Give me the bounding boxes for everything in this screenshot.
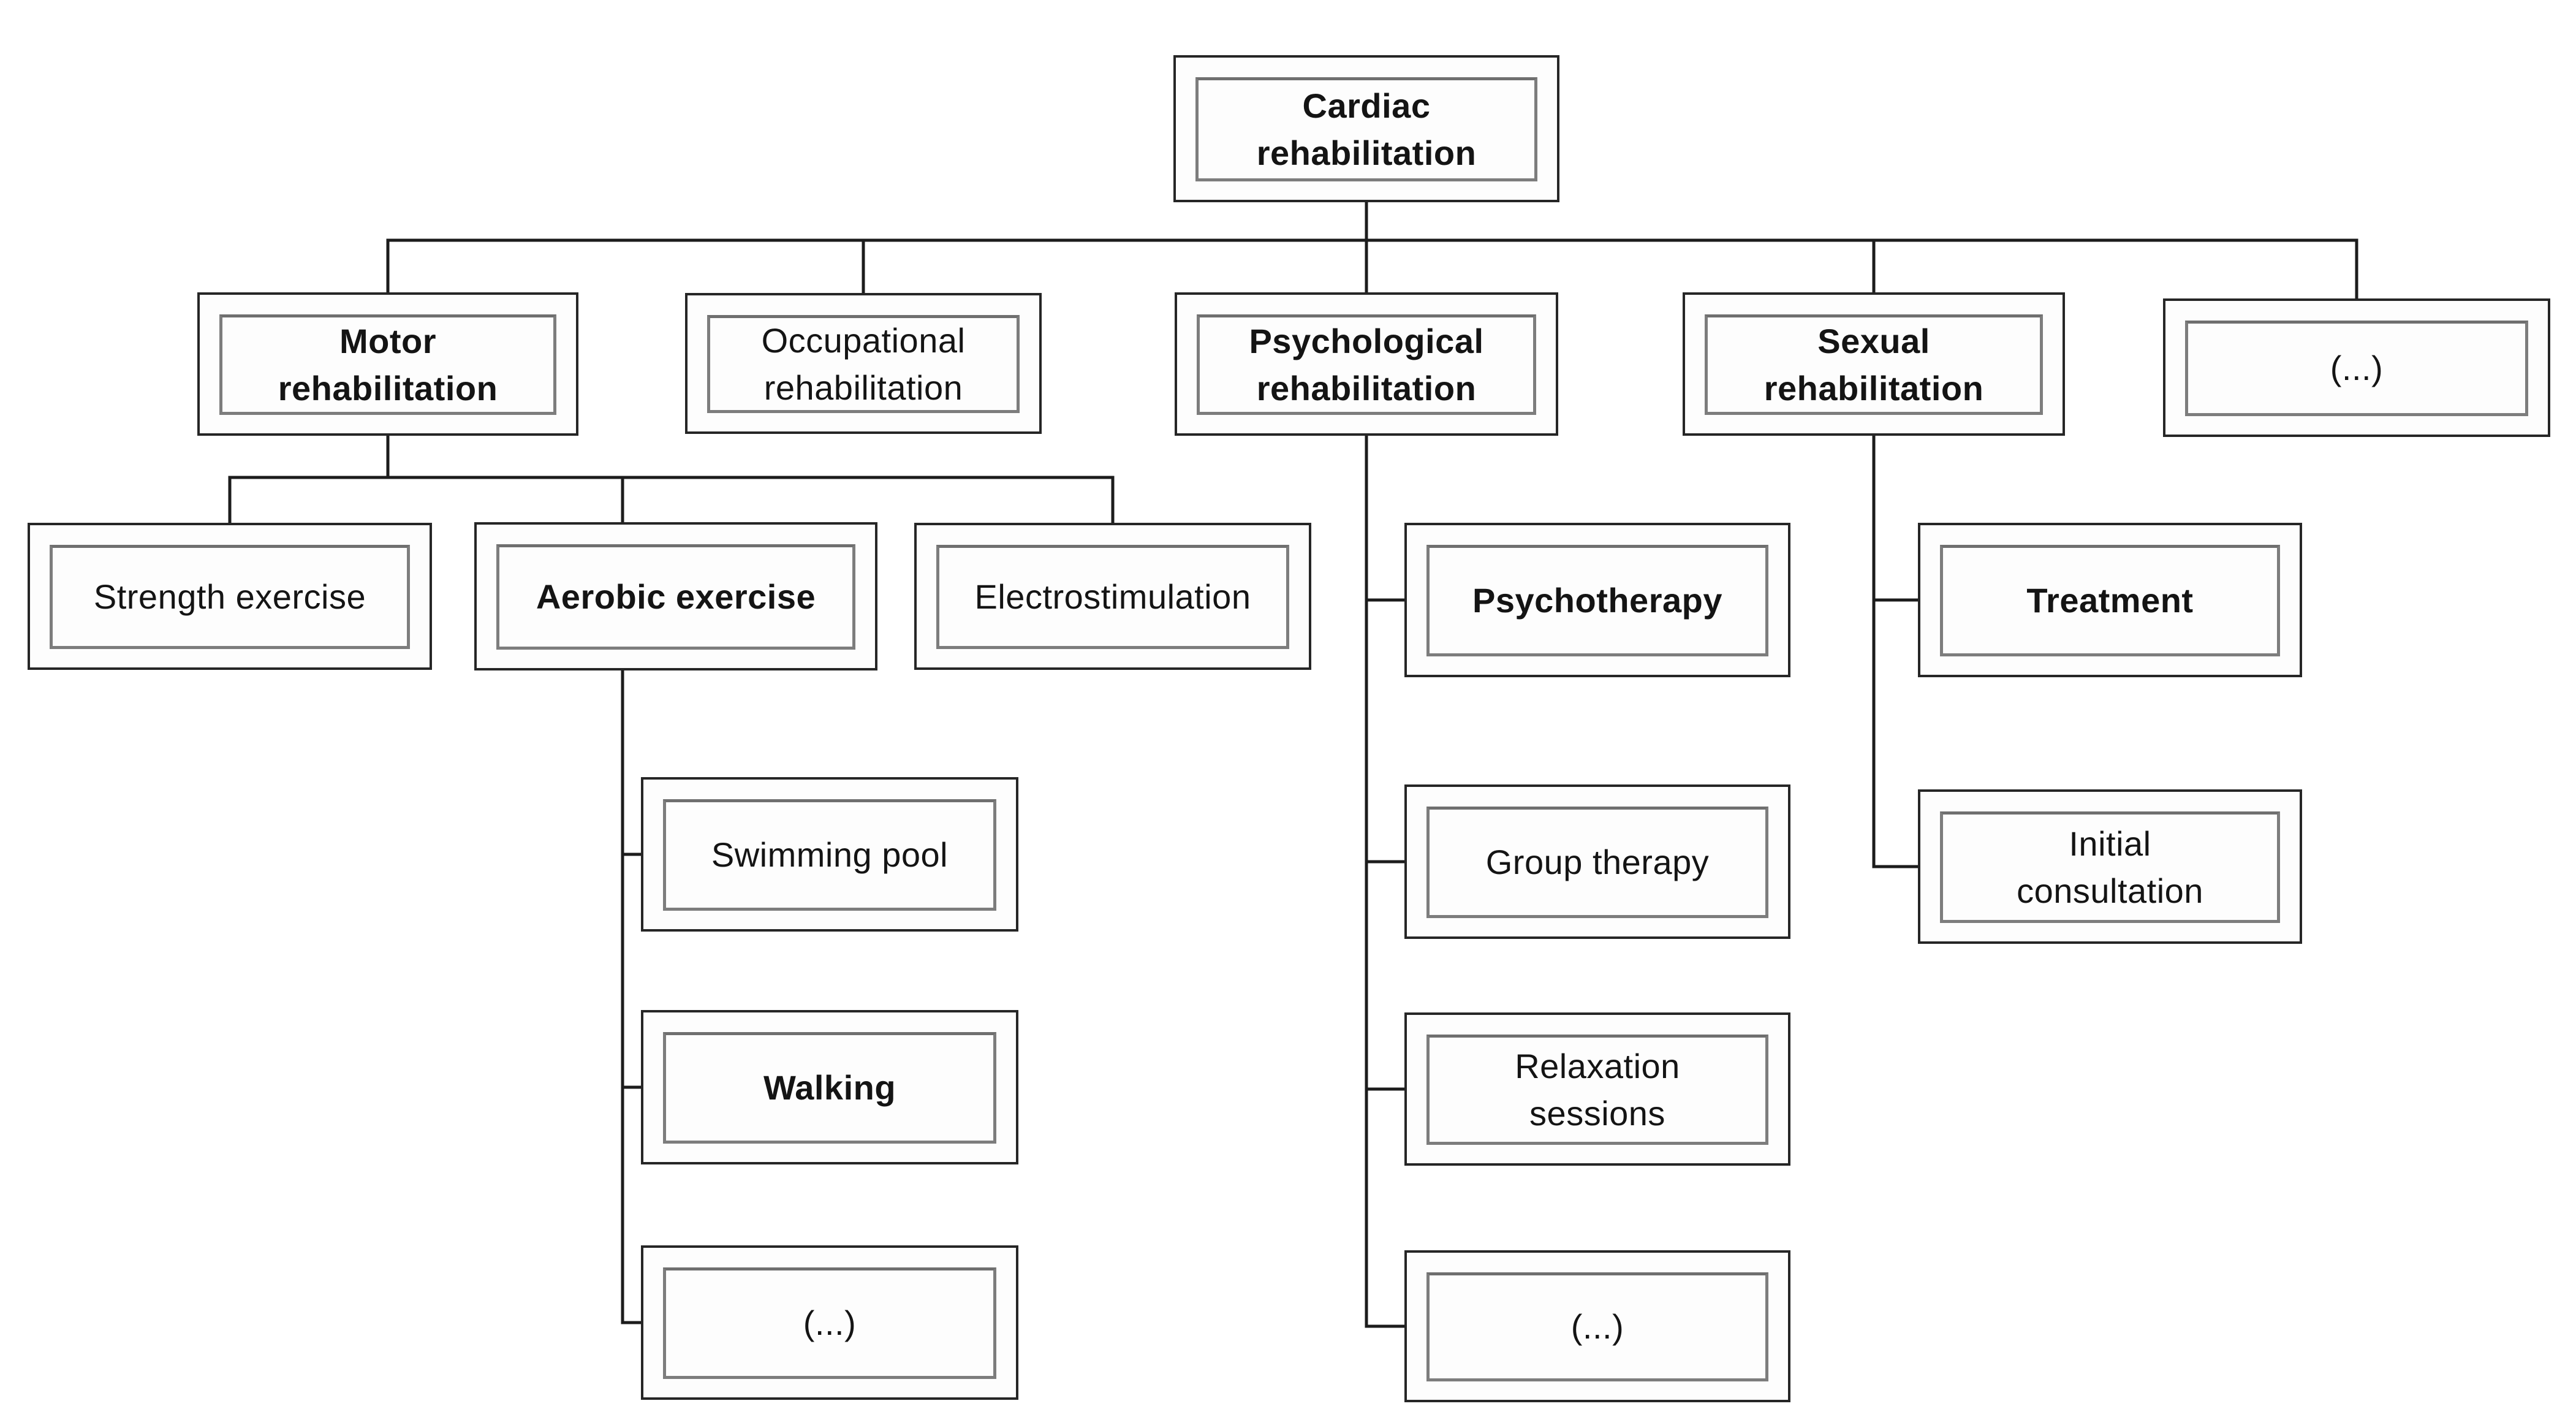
connector-motor-children-bus: [228, 476, 1115, 523]
node-aerobic-exercise: Aerobic exercise: [474, 522, 877, 670]
node-label: Relaxation sessions: [1515, 1046, 1680, 1133]
node-inner-frame: Initial consultation: [1940, 811, 2280, 923]
node-inner-frame: Psychological rehabilitation: [1197, 314, 1536, 415]
node-label: Group therapy: [1485, 843, 1710, 882]
connector-psychological-trunk: [1365, 436, 1404, 1328]
node-label: Electrostimulation: [974, 577, 1251, 617]
node-strength-exercise: Strength exercise: [28, 523, 432, 670]
node-label: Psychotherapy: [1472, 581, 1722, 620]
node-label: (...): [803, 1304, 857, 1343]
node-label: Swimming pool: [711, 835, 949, 875]
node-walking: Walking: [641, 1010, 1018, 1164]
node-inner-frame: Strength exercise: [50, 545, 410, 649]
node-initial-consultation: Initial consultation: [1918, 789, 2302, 944]
node-psychological-ellipsis: (...): [1404, 1250, 1790, 1402]
node-inner-frame: (...): [663, 1267, 996, 1379]
node-aerobic-ellipsis: (...): [641, 1245, 1018, 1400]
node-label: (...): [2330, 349, 2384, 388]
node-electrostimulation: Electrostimulation: [914, 523, 1311, 670]
connector-level2-bus: [386, 238, 2358, 298]
node-inner-frame: Walking: [663, 1032, 996, 1144]
node-occupational-rehabilitation: Occupational rehabilitation: [685, 293, 1042, 434]
node-inner-frame: Relaxation sessions: [1426, 1035, 1768, 1145]
node-inner-frame: Cardiac rehabilitation: [1195, 77, 1537, 181]
node-group-therapy: Group therapy: [1404, 784, 1790, 939]
node-inner-frame: Sexual rehabilitation: [1705, 314, 2043, 415]
node-label: Psychological rehabilitation: [1249, 321, 1484, 408]
node-cardiac-rehabilitation: Cardiac rehabilitation: [1173, 55, 1559, 202]
node-inner-frame: Electrostimulation: [936, 545, 1289, 649]
node-inner-frame: Group therapy: [1426, 807, 1768, 918]
node-inner-frame: Aerobic exercise: [496, 544, 855, 650]
node-label: Strength exercise: [93, 577, 366, 617]
node-motor-rehabilitation: Motor rehabilitation: [197, 292, 578, 436]
node-sexual-rehabilitation: Sexual rehabilitation: [1683, 292, 2065, 436]
node-inner-frame: Swimming pool: [663, 799, 996, 911]
node-label: (...): [1570, 1307, 1624, 1346]
node-label: Treatment: [2026, 581, 2194, 620]
node-inner-frame: Psychotherapy: [1426, 545, 1768, 656]
node-label: Sexual rehabilitation: [1763, 321, 1984, 408]
node-inner-frame: Occupational rehabilitation: [707, 315, 1020, 413]
node-psychological-rehabilitation: Psychological rehabilitation: [1175, 292, 1558, 436]
connector-aerobic-trunk: [621, 670, 641, 1324]
node-inner-frame: Treatment: [1940, 545, 2280, 656]
node-swimming-pool: Swimming pool: [641, 777, 1018, 932]
node-label: Aerobic exercise: [536, 577, 816, 617]
node-level2-ellipsis: (...): [2163, 298, 2550, 437]
node-label: Cardiac rehabilitation: [1256, 86, 1477, 172]
node-psychotherapy: Psychotherapy: [1404, 523, 1790, 677]
node-relaxation-sessions: Relaxation sessions: [1404, 1012, 1790, 1166]
node-label: Motor rehabilitation: [278, 321, 498, 408]
node-inner-frame: (...): [2185, 321, 2528, 416]
node-label: Occupational rehabilitation: [761, 321, 966, 407]
node-treatment: Treatment: [1918, 523, 2302, 677]
node-label: Initial consultation: [2017, 824, 2203, 910]
node-inner-frame: (...): [1426, 1272, 1768, 1381]
node-inner-frame: Motor rehabilitation: [219, 314, 556, 415]
node-label: Walking: [763, 1068, 896, 1107]
connector-sexual-trunk: [1872, 436, 1918, 868]
